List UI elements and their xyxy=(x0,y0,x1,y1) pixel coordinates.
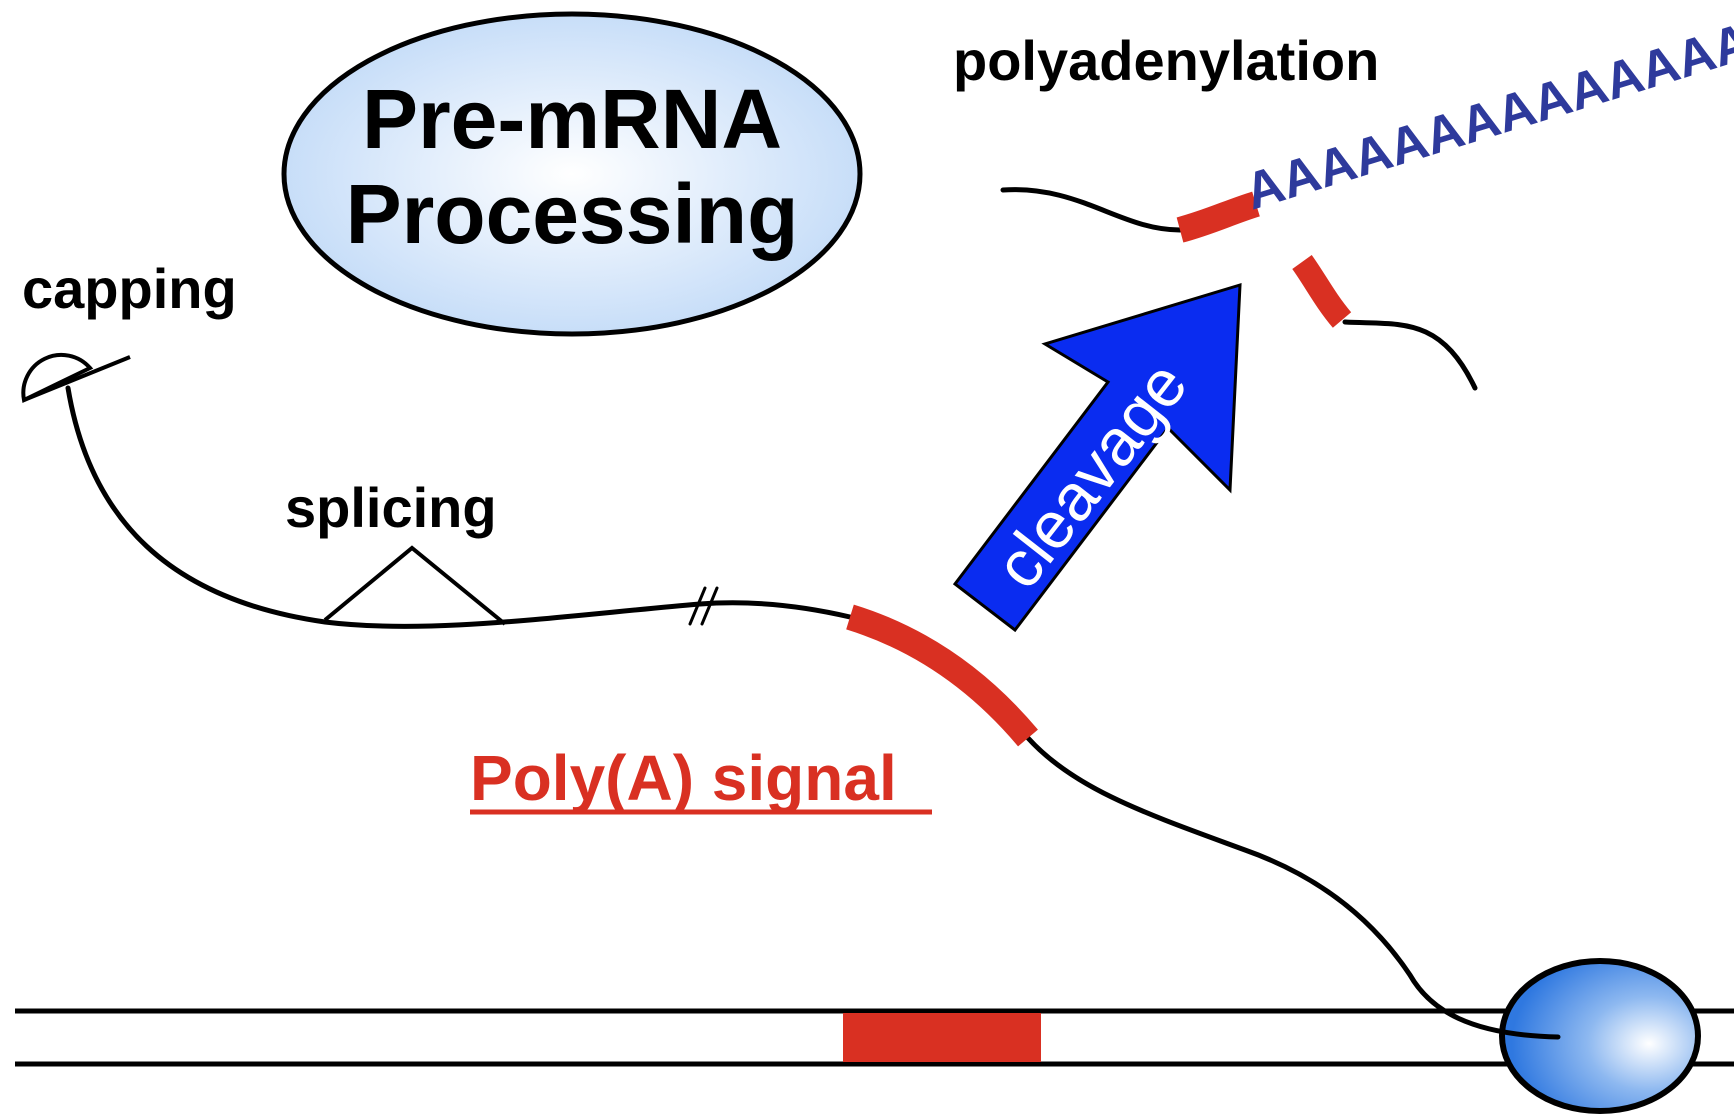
dna-strands xyxy=(15,1008,1734,1067)
pre-mrna-transcript xyxy=(65,385,1561,1040)
break-mark-2 xyxy=(700,586,719,626)
cleaved-mrna-signal-segment xyxy=(1176,191,1260,243)
break-mark-1 xyxy=(688,586,707,626)
cleaved-downstream-fragment xyxy=(1292,254,1478,391)
cleavage-arrow: cleavage xyxy=(952,282,1242,633)
cleavage-arrow-shape xyxy=(952,282,1242,633)
title-line-1: Pre-mRNA xyxy=(362,72,782,166)
cleaved-mrna-strand xyxy=(1000,187,1183,233)
cap-base-line xyxy=(23,355,131,402)
transcript-upstream xyxy=(65,385,853,629)
transcript-poly-a-signal xyxy=(846,604,1038,747)
polyadenylation-label: polyadenylation xyxy=(953,29,1379,92)
transcript-downstream xyxy=(1025,735,1561,1040)
downstream-signal-segment xyxy=(1292,254,1352,328)
cap-dome xyxy=(21,353,94,403)
poly-a-signal-label: Poly(A) signal xyxy=(470,742,897,814)
cleavage-label: cleavage xyxy=(980,348,1201,602)
title-bubble xyxy=(281,11,863,337)
dna-poly-a-signal-region xyxy=(843,1013,1041,1062)
downstream-strand xyxy=(1342,319,1478,391)
splicing-label: splicing xyxy=(285,476,497,539)
cap-icon xyxy=(21,353,131,403)
title-line-2: Processing xyxy=(346,167,799,261)
capping-label: capping xyxy=(22,257,237,320)
rna-polymerase xyxy=(1499,958,1701,1114)
splicing-intron-loop xyxy=(323,545,507,626)
